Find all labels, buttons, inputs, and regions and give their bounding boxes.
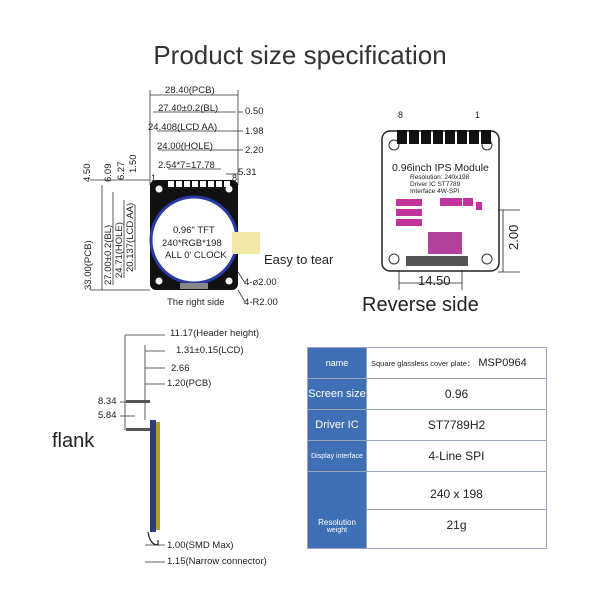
spec-label-driver-ic: Driver IC [307,409,367,441]
flank-pin-upper [126,400,150,403]
reverse-flex-connector [428,232,462,254]
flank-pcb-layer [156,422,160,530]
screen-line-2: 240*RGB*198 [162,238,222,249]
flank-lcd-layer [150,420,156,532]
dim-header-pitch: 2.54*7=17.78 [158,160,215,171]
spec-value-driver-ic: ST7789H2 [366,409,547,441]
spec-row-interface: Display interface 4-Line SPI [307,440,547,472]
spec-table: name Square glassless cover plate：MSP096… [307,347,547,549]
dim-right-0-50: 0.50 [245,106,264,117]
flank-dim-header-height: 11.17(Header height) [170,328,260,339]
screen-line-1: 0.96" TFT [173,225,215,236]
spec-label-interface: Display interface [307,440,367,472]
reverse-components [396,198,482,226]
reverse-pin-8-mark: 8 [398,110,404,120]
reverse-header-pins [397,130,491,144]
spec-row-driver-ic: Driver IC ST7789H2 [307,409,547,441]
flank-dim-pcb: 1.20(PCB) [167,378,212,389]
flank-dim-8-34: 8.34 [98,396,117,407]
spec-value-interface: 4-Line SPI [366,440,547,472]
flank-dim-lcd: 1.31±0.15(LCD) [176,345,244,356]
reverse-module-line-1: Resolution: 240x198 [410,174,470,181]
dim-lcd-aa-width: 24.408(LCD AA) [148,122,218,133]
hole-radius-dim: 4-R2.00 [244,297,278,308]
spec-row-screen-size: Screen size 0.96 [307,378,547,410]
spec-label-weight: weight [326,527,348,534]
right-side-label: The right side [167,297,225,308]
mounting-holes [155,185,233,285]
spec-label-resolution-weight: Resolution weight [307,471,367,549]
dim-pcb-width: 28.40(PCB) [165,85,215,96]
flank-connector-bend [147,531,159,546]
reverse-module-title: 0.96inch IPS Module [392,162,489,174]
easy-to-tear-label: Easy to tear [264,252,334,267]
spec-label-resolution: Resolution [318,518,356,527]
spec-value-name-desc: Square glassless cover plate： [371,359,475,368]
reverse-module-line-3: Interface 4W-SPI [410,188,460,195]
easy-tear-tab [232,232,260,254]
flank-dim-narrow-connector: 1.15(Narrow connector) [167,556,267,567]
flank-dim-5-84: 5.84 [98,410,117,421]
dim-right-2-20: 2.20 [245,145,264,156]
front-pin-1-mark: 1 [151,173,157,183]
screen-line-3: ALL 0' CLOCK [165,250,227,261]
reverse-dim-width: 14.50 [418,273,451,288]
hole-diameter-dim: 4-⌀2.00 [244,277,277,288]
flank-dim-smd-max: 1.00(SMD Max) [167,540,234,551]
spec-label-screen-size: Screen size [307,378,367,410]
spec-value-screen-size: 0.96 [366,378,547,410]
reverse-pin-1-mark: 1 [475,110,481,120]
front-pin-8-mark: 8 [232,173,238,183]
reverse-module-line-2: Driver IC ST7789 [410,181,461,188]
spec-value-model: MSP0964 [478,357,527,369]
spec-value-resolution: 240 x 198 [367,479,546,510]
reverse-bottom-strip [406,256,468,266]
flank-dim-2-66: 2.66 [171,363,190,374]
spec-value-resolution-weight: 240 x 198 21g [366,471,547,549]
flank-pin-lower [126,428,150,431]
dim-bl-width: 27.40±0.2(BL) [158,103,219,114]
page-title: Product size specification [153,40,447,70]
dim-right-5-31: 5.31 [238,167,257,178]
flank-label: flank [52,430,95,452]
bottom-connector [180,283,208,289]
spec-label-name: name [307,347,367,379]
reverse-side-label: Reverse side [362,294,479,316]
spec-value-name: Square glassless cover plate：MSP0964 [366,347,547,379]
spec-row-name: name Square glassless cover plate：MSP096… [307,347,547,379]
dim-right-1-98: 1.98 [245,126,264,137]
spec-row-resolution-weight: Resolution weight 240 x 198 21g [307,471,547,549]
front-header-pins [168,181,230,187]
spec-value-weight: 21g [446,518,467,532]
dim-hole-width: 24.00(HOLE) [157,141,213,152]
